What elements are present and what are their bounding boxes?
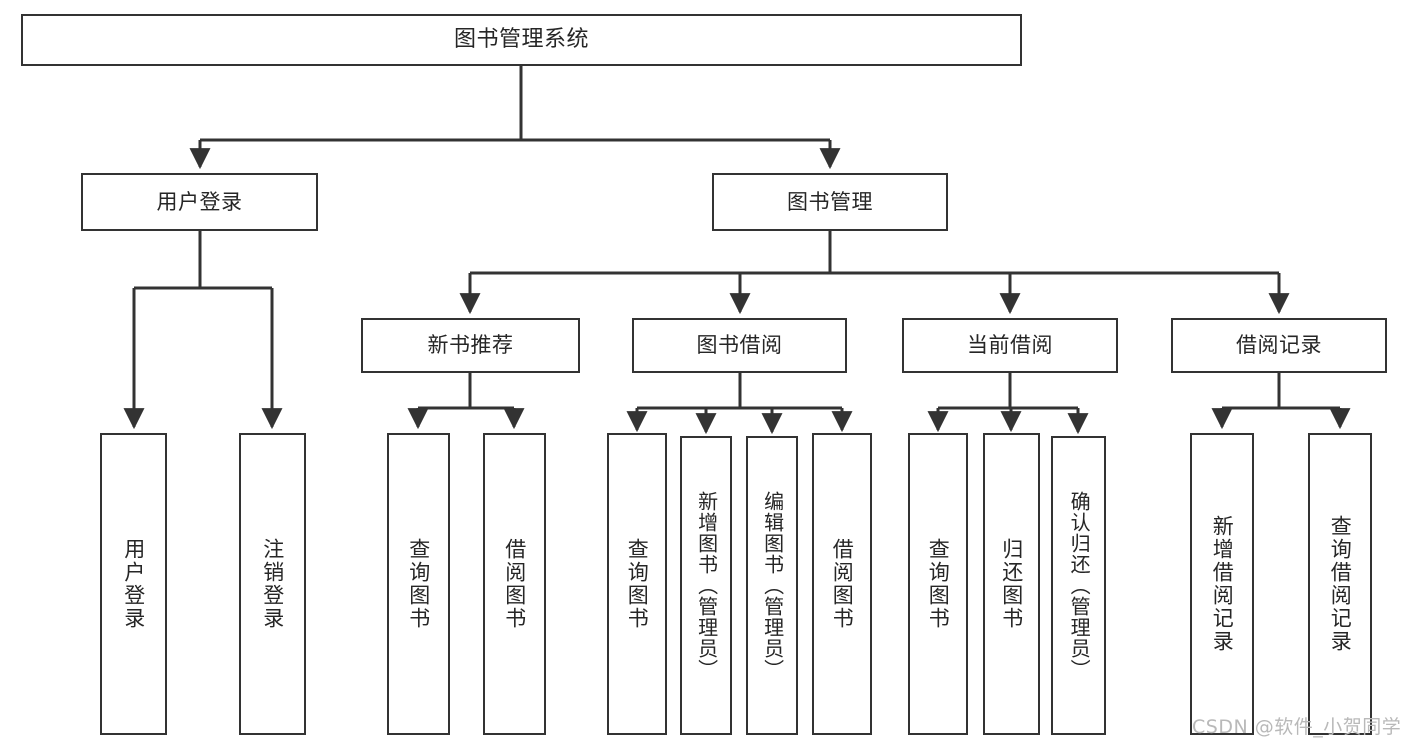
leaf-logout[interactable]: 注销登录 — [239, 433, 306, 735]
leaf-current-confirm-return[interactable]: 确认归还（管理员） — [1051, 436, 1106, 735]
node-root[interactable]: 图书管理系统 — [21, 14, 1022, 66]
leaf-logout-label: 注销登录 — [260, 538, 285, 630]
leaf-current-confirm-return-label: 确认归还（管理员） — [1067, 491, 1092, 680]
node-new-book-recommend[interactable]: 新书推荐 — [361, 318, 580, 373]
node-book-borrow-label: 图书借阅 — [696, 333, 783, 358]
leaf-records-add-record-label: 新增借阅记录 — [1210, 515, 1235, 653]
node-borrow-records[interactable]: 借阅记录 — [1171, 318, 1387, 373]
leaf-newbook-query-book-label: 查询图书 — [406, 538, 431, 630]
leaf-records-add-record[interactable]: 新增借阅记录 — [1190, 433, 1254, 735]
node-root-label: 图书管理系统 — [453, 27, 589, 53]
node-new-book-recommend-label: 新书推荐 — [427, 333, 514, 358]
leaf-borrow-add-book[interactable]: 新增图书（管理员） — [680, 436, 732, 735]
leaf-user-login-label: 用户登录 — [121, 538, 146, 630]
watermark-text: CSDN @软件_小贺同学 — [1192, 716, 1402, 738]
leaf-current-return-book-label: 归还图书 — [999, 538, 1024, 630]
leaf-user-login[interactable]: 用户登录 — [100, 433, 167, 735]
node-user-login-label: 用户登录 — [156, 189, 243, 214]
leaf-newbook-query-book[interactable]: 查询图书 — [387, 433, 450, 735]
leaf-newbook-borrow-book-label: 借阅图书 — [502, 538, 527, 630]
node-borrow-records-label: 借阅记录 — [1236, 333, 1322, 358]
leaf-borrow-query-book-label: 查询图书 — [625, 538, 650, 630]
node-user-login[interactable]: 用户登录 — [81, 173, 318, 231]
node-current-borrow[interactable]: 当前借阅 — [902, 318, 1118, 373]
leaf-records-query-record[interactable]: 查询借阅记录 — [1308, 433, 1372, 735]
leaf-current-query-book-label: 查询图书 — [926, 538, 951, 630]
leaf-borrow-edit-book-label: 编辑图书（管理员） — [760, 491, 785, 680]
node-book-management[interactable]: 图书管理 — [712, 173, 948, 231]
leaf-borrow-lend-book[interactable]: 借阅图书 — [812, 433, 872, 735]
leaf-borrow-query-book[interactable]: 查询图书 — [607, 433, 667, 735]
leaf-borrow-lend-book-label: 借阅图书 — [830, 538, 855, 630]
leaf-current-query-book[interactable]: 查询图书 — [908, 433, 968, 735]
node-book-borrow[interactable]: 图书借阅 — [632, 318, 847, 373]
watermark: CSDN @软件_小贺同学 — [1192, 712, 1401, 739]
leaf-current-return-book[interactable]: 归还图书 — [983, 433, 1040, 735]
leaf-borrow-edit-book[interactable]: 编辑图书（管理员） — [746, 436, 798, 735]
node-book-management-label: 图书管理 — [787, 189, 873, 214]
leaf-borrow-add-book-label: 新增图书（管理员） — [694, 491, 719, 680]
node-current-borrow-label: 当前借阅 — [967, 333, 1053, 358]
leaf-records-query-record-label: 查询借阅记录 — [1328, 515, 1353, 653]
leaf-newbook-borrow-book[interactable]: 借阅图书 — [483, 433, 546, 735]
